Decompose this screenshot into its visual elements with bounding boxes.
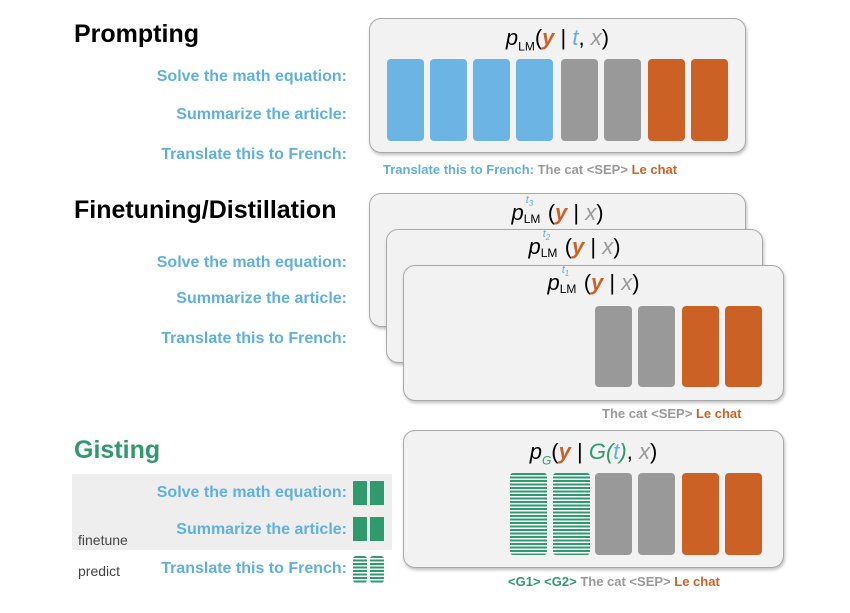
output-token-bar [682, 473, 719, 555]
prompt-token-bar [430, 59, 467, 141]
gisting-formula: pG(y | G(t), x) [529, 439, 658, 468]
finetune-label: finetune [78, 532, 128, 548]
gist-token-predicted [353, 556, 367, 583]
output-token-bar [691, 59, 728, 141]
gist-token-predicted [370, 556, 384, 583]
gisting-panel: pG(y | G(t), x) [403, 430, 784, 568]
output-token-bar [648, 59, 685, 141]
gisting-task-math: Solve the math equation: [156, 484, 347, 501]
prompting-caption: Translate this to French: The cat <SEP> … [383, 162, 678, 177]
prompt-token-bar [387, 59, 424, 141]
finetuning-heading: Finetuning/Distillation [74, 196, 337, 224]
prompting-formula: pLM(y | t, x) [505, 25, 610, 54]
input-token-bar [604, 59, 641, 141]
gist-token-block [370, 481, 384, 505]
output-token-bar [682, 306, 719, 387]
gist-token-bar [553, 473, 590, 555]
gisting-task-summarize: Summarize the article: [176, 521, 347, 538]
gisting-task-translate: Translate this to French: [161, 560, 347, 577]
prompting-heading: Prompting [74, 20, 199, 48]
finetuning-task-translate: Translate this to French: [161, 330, 347, 347]
prompting-task-math: Solve the math equation: [156, 68, 347, 85]
finetuning-caption: The cat <SEP> Le chat [602, 406, 742, 421]
prompt-token-bar [516, 59, 553, 141]
input-token-bar [638, 306, 675, 387]
gist-token-block [353, 517, 367, 541]
predict-label: predict [78, 563, 121, 579]
gist-token-block [353, 481, 367, 505]
input-token-bar [561, 59, 598, 141]
input-token-bar [638, 473, 675, 555]
prompting-panel: pLM(y | t, x) [369, 18, 746, 153]
gist-token-bar [510, 473, 547, 555]
gisting-heading: Gisting [74, 436, 161, 464]
gist-token-block [370, 517, 384, 541]
finetuning-task-summarize: Summarize the article: [176, 290, 347, 307]
prompt-token-bar [473, 59, 510, 141]
prompting-task-translate: Translate this to French: [161, 146, 347, 163]
output-token-bar [725, 473, 762, 555]
output-token-bar [725, 306, 762, 387]
input-token-bar [595, 306, 632, 387]
finetuning-task-math: Solve the math equation: [156, 254, 347, 271]
input-token-bar [595, 473, 632, 555]
prompting-task-summarize: Summarize the article: [176, 106, 347, 123]
finetune-region [72, 474, 392, 550]
gisting-caption: <G1> <G2> The cat <SEP> Le chat [508, 574, 720, 589]
